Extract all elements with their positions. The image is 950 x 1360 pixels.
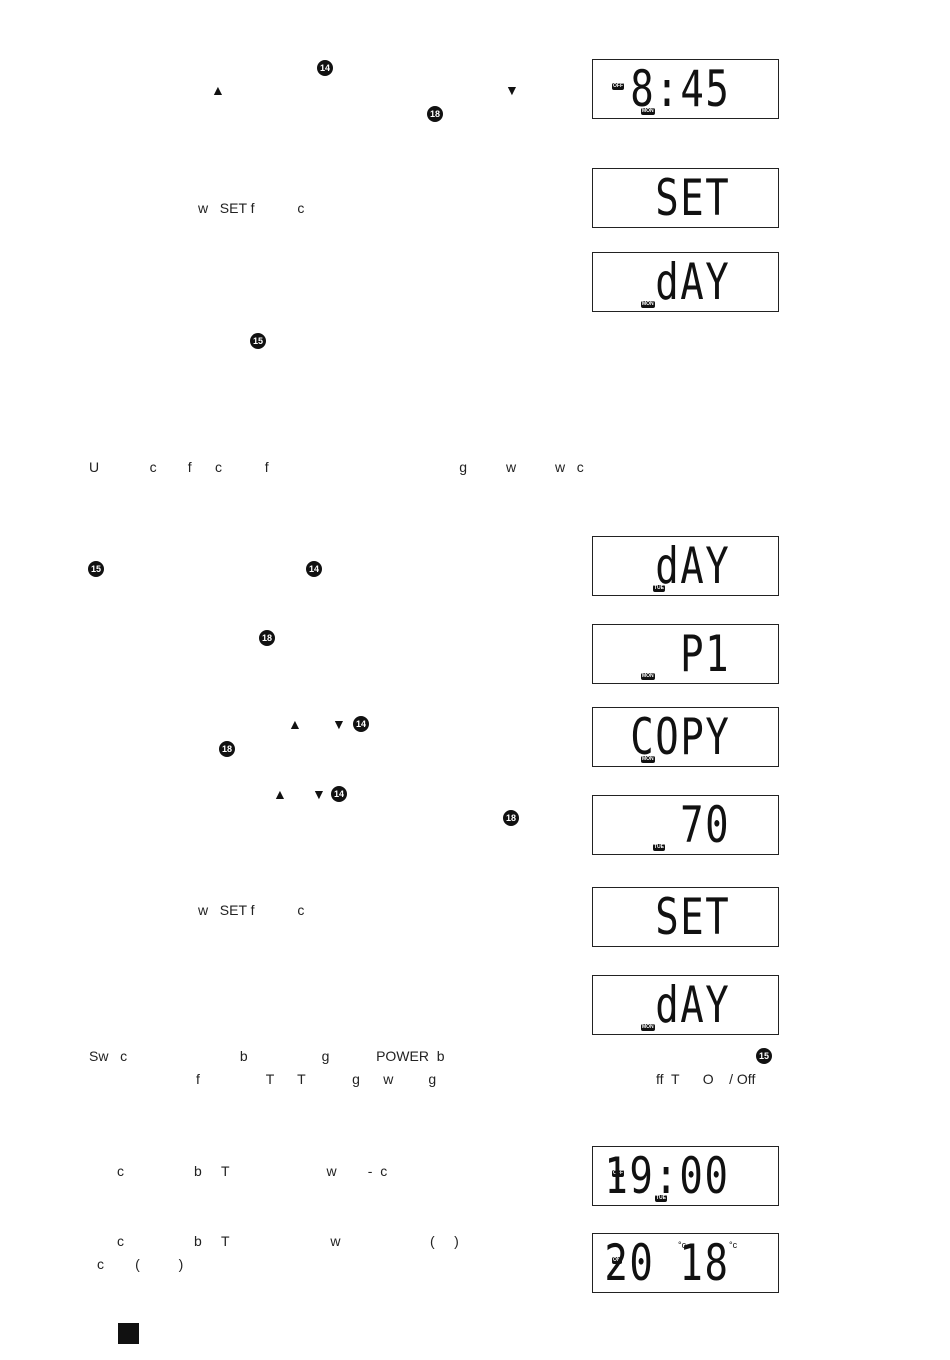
day-indicator: MON	[641, 756, 655, 763]
lcd-display: P1 MON	[592, 624, 779, 684]
lcd-digits: 70	[679, 796, 730, 854]
lcd-digits: dAY	[654, 253, 730, 311]
lcd-display: ON 20 18 °c °c	[592, 1233, 779, 1293]
instruction-text: w SET f c	[198, 902, 305, 918]
lcd-digits: 19:00	[604, 1147, 730, 1205]
marker-14: 14	[306, 561, 322, 577]
day-indicator: TUE	[655, 1195, 667, 1202]
instruction-text: U c f c f g w w c	[89, 459, 584, 475]
marker-14: 14	[331, 786, 347, 802]
lcd-display: dAY MON	[592, 975, 779, 1035]
down-arrow-icon: ▼	[332, 716, 346, 732]
day-indicator: MON	[641, 108, 655, 115]
lcd-display: OFF 19:00 TUE	[592, 1146, 779, 1206]
marker-15: 15	[88, 561, 104, 577]
instruction-text: c b T w - c	[117, 1163, 388, 1179]
day-indicator: TUE	[653, 585, 665, 592]
page-marker-square	[118, 1323, 139, 1344]
celsius-unit: °c	[729, 1240, 738, 1250]
lcd-display: COPY MON	[592, 707, 779, 767]
lcd-digits: P1	[679, 625, 730, 683]
instruction-text: Sw c b g POWER b	[89, 1048, 445, 1064]
lcd-digits: SET	[654, 169, 730, 227]
up-arrow-icon: ▲	[211, 82, 225, 98]
lcd-digits: dAY	[654, 537, 730, 595]
marker-18: 18	[427, 106, 443, 122]
marker-15: 15	[756, 1048, 772, 1064]
marker-18: 18	[259, 630, 275, 646]
day-indicator: MON	[641, 673, 655, 680]
celsius-unit: °c	[678, 1240, 687, 1250]
down-arrow-icon: ▼	[312, 786, 326, 802]
instruction-text: w SET f c	[198, 200, 305, 216]
marker-18: 18	[503, 810, 519, 826]
lcd-digits: 8:45	[629, 60, 730, 118]
lcd-display: SET	[592, 168, 779, 228]
lcd-display: dAY TUE	[592, 536, 779, 596]
up-arrow-icon: ▲	[273, 786, 287, 802]
up-arrow-icon: ▲	[288, 716, 302, 732]
day-indicator: MON	[641, 301, 655, 308]
instruction-text: c ( )	[97, 1256, 184, 1272]
lcd-digits: SET	[654, 888, 730, 946]
on-indicator: ON	[612, 1257, 622, 1264]
instruction-text: ff T O / Off	[656, 1071, 756, 1087]
lcd-display: dAY MON	[592, 252, 779, 312]
off-indicator: OFF	[612, 83, 624, 90]
off-indicator: OFF	[612, 1170, 624, 1177]
marker-14: 14	[353, 716, 369, 732]
lcd-display: OFF 8:45 MON	[592, 59, 779, 119]
lcd-digits: 20 18	[604, 1234, 730, 1292]
day-indicator: MON	[641, 1024, 655, 1031]
lcd-display: 70 TUE	[592, 795, 779, 855]
instruction-text: c b T w ( )	[117, 1233, 459, 1249]
down-arrow-icon: ▼	[505, 82, 519, 98]
marker-14: 14	[317, 60, 333, 76]
instruction-text: f T T g w g	[196, 1071, 437, 1087]
marker-15: 15	[250, 333, 266, 349]
lcd-display: SET	[592, 887, 779, 947]
marker-18: 18	[219, 741, 235, 757]
day-indicator: TUE	[653, 844, 665, 851]
lcd-digits: dAY	[654, 976, 730, 1034]
lcd-digits: COPY	[629, 708, 730, 766]
